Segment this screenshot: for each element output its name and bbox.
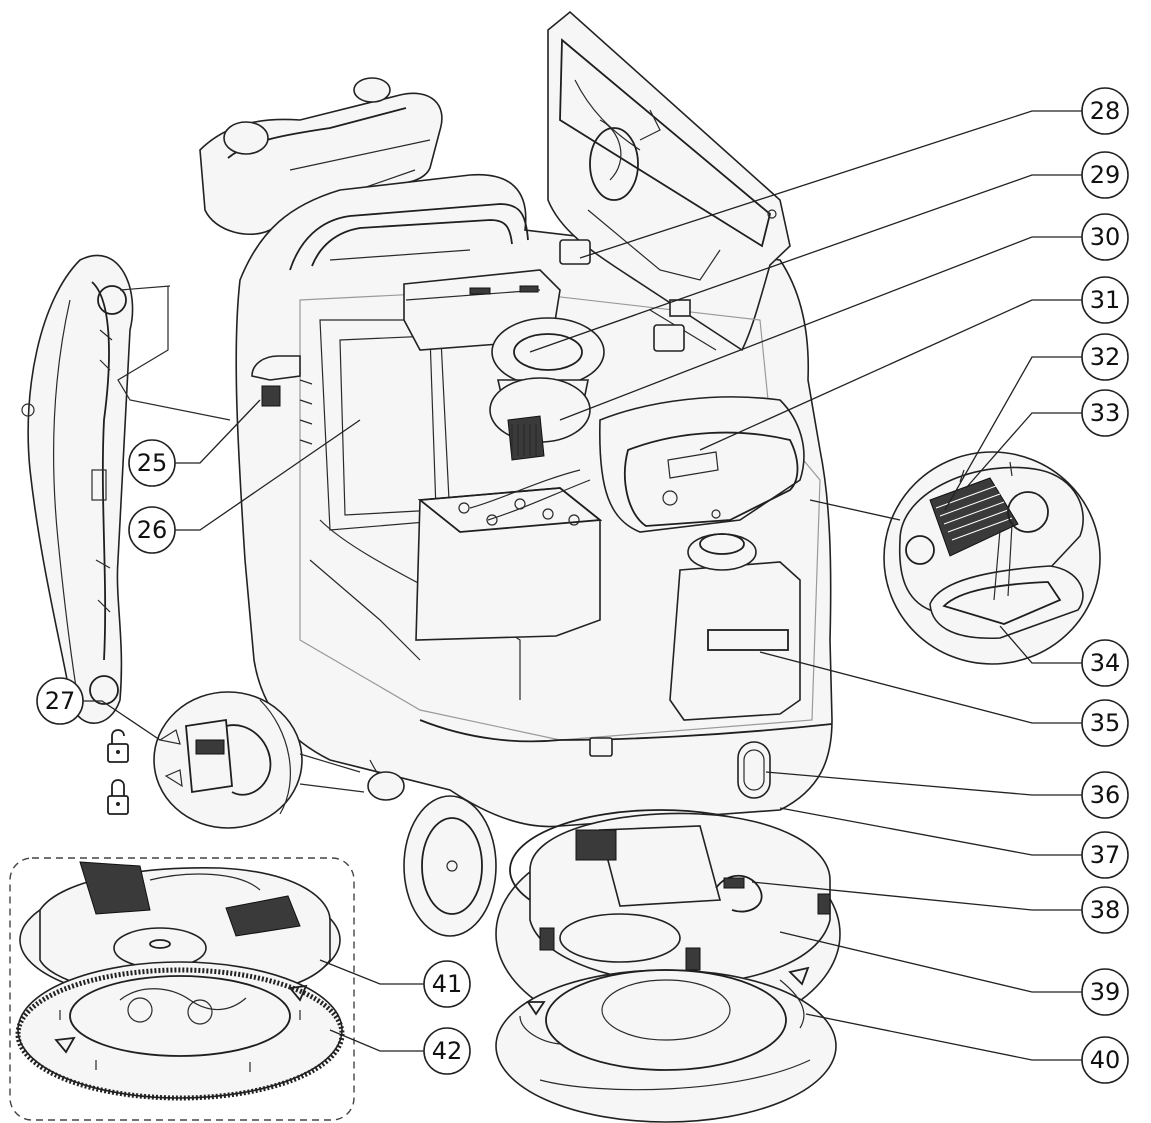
callout-27: 27 bbox=[36, 677, 84, 725]
machine-body bbox=[199, 10, 833, 828]
callout-29: 29 bbox=[1081, 151, 1129, 199]
padlock-open-icon bbox=[107, 729, 129, 763]
callout-36: 36 bbox=[1081, 771, 1129, 819]
lock-detail-inset bbox=[153, 691, 365, 829]
callout-number: 33 bbox=[1090, 399, 1121, 427]
callout-number: 31 bbox=[1090, 286, 1121, 314]
callout-number: 30 bbox=[1090, 223, 1121, 251]
callout-37: 37 bbox=[1081, 831, 1129, 879]
callout-number: 35 bbox=[1090, 709, 1121, 737]
squeegee-assembly bbox=[21, 254, 231, 724]
callout-25: 25 bbox=[128, 439, 176, 487]
callout-number: 39 bbox=[1090, 978, 1121, 1006]
callout-number: 26 bbox=[137, 516, 168, 544]
brush-attach-inset bbox=[9, 857, 355, 1121]
callout-40: 40 bbox=[1081, 1036, 1129, 1084]
callout-28: 28 bbox=[1081, 87, 1129, 135]
callout-39: 39 bbox=[1081, 968, 1129, 1016]
callout-number: 32 bbox=[1090, 343, 1121, 371]
callout-number: 29 bbox=[1090, 161, 1121, 189]
callout-31: 31 bbox=[1081, 276, 1129, 324]
callout-26: 26 bbox=[128, 506, 176, 554]
callout-number: 42 bbox=[432, 1037, 463, 1065]
callout-number: 28 bbox=[1090, 97, 1121, 125]
filter-detail-inset bbox=[883, 451, 1101, 665]
leader-lines bbox=[82, 110, 1082, 1061]
callout-41: 41 bbox=[423, 960, 471, 1008]
callout-number: 37 bbox=[1090, 841, 1121, 869]
callout-38: 38 bbox=[1081, 886, 1129, 934]
callout-number: 40 bbox=[1090, 1046, 1121, 1074]
callout-number: 38 bbox=[1090, 896, 1121, 924]
callout-number: 36 bbox=[1090, 781, 1121, 809]
callout-32: 32 bbox=[1081, 333, 1129, 381]
callout-33: 33 bbox=[1081, 389, 1129, 437]
padlock-closed-icon bbox=[107, 779, 129, 815]
callout-number: 27 bbox=[45, 687, 76, 715]
callout-number: 41 bbox=[432, 970, 463, 998]
callout-34: 34 bbox=[1081, 639, 1129, 687]
callout-42: 42 bbox=[423, 1027, 471, 1075]
callout-30: 30 bbox=[1081, 213, 1129, 261]
callout-number: 25 bbox=[137, 449, 168, 477]
callout-35: 35 bbox=[1081, 699, 1129, 747]
callout-number: 34 bbox=[1090, 649, 1121, 677]
